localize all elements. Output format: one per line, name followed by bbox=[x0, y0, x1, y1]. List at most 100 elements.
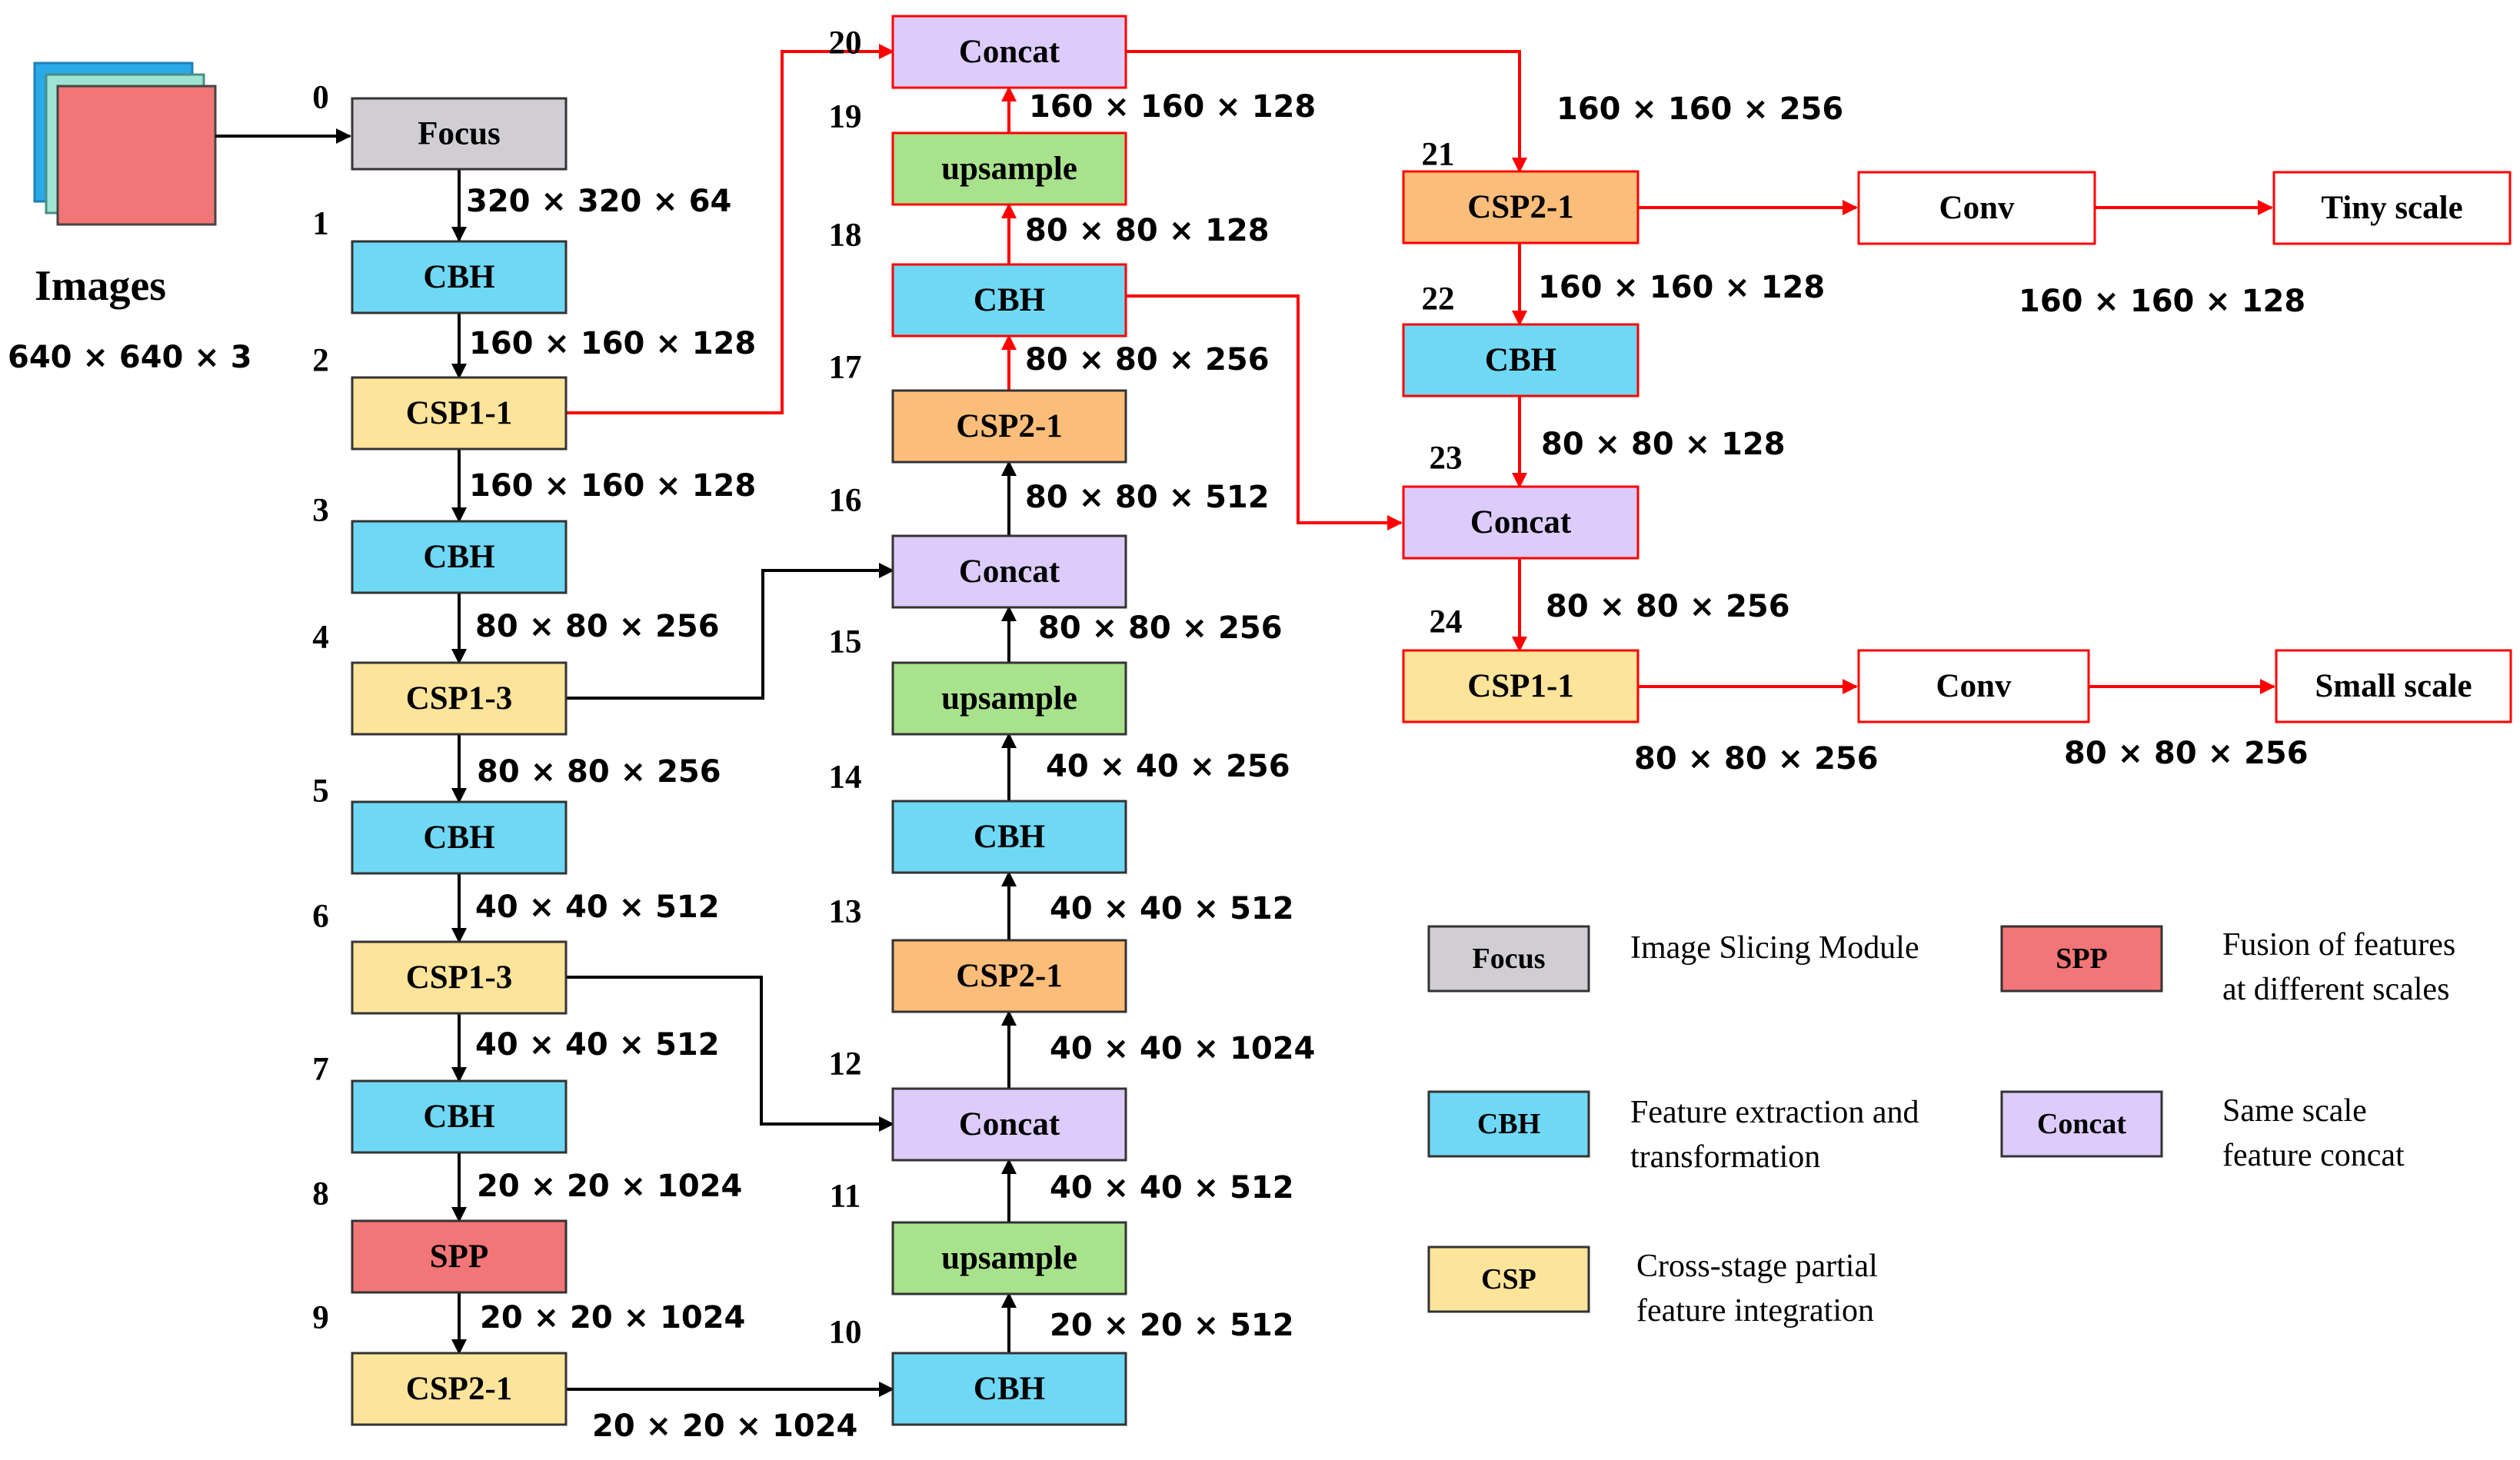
node-index-n7: 7 bbox=[312, 1052, 329, 1088]
legend-desc: Fusion of features bbox=[2222, 927, 2455, 963]
dim-label: 20 × 20 × 1024 bbox=[592, 1408, 857, 1444]
dim-label: 20 × 20 × 1024 bbox=[477, 1169, 742, 1204]
legend-desc: feature integration bbox=[1636, 1293, 1874, 1329]
dim-label: 40 × 40 × 512 bbox=[475, 890, 720, 925]
dim-label: 80 × 80 × 512 bbox=[1025, 480, 1270, 515]
dim-label: 40 × 40 × 512 bbox=[1050, 1170, 1294, 1206]
dim-label: 160 × 160 × 128 bbox=[469, 468, 756, 504]
node-box-n20 bbox=[891, 15, 1127, 89]
node-box-n14 bbox=[891, 800, 1127, 874]
node-box-n12 bbox=[891, 1087, 1127, 1162]
node-n0: Focus 0 bbox=[312, 80, 568, 171]
legend-item-focus: Focus Image Slicing Module bbox=[1427, 925, 1919, 993]
input-label: Images bbox=[35, 262, 166, 310]
edges bbox=[215, 128, 1017, 1397]
node-index-n21: 21 bbox=[1422, 137, 1455, 173]
legend-desc: at different scales bbox=[2222, 972, 2449, 1007]
legend-desc: Same scale bbox=[2222, 1093, 2367, 1129]
node-label-n0: Focus bbox=[418, 116, 501, 152]
node-index-n5: 5 bbox=[312, 773, 329, 810]
node-index-n6: 6 bbox=[312, 899, 329, 935]
node-label-n1: CBH bbox=[423, 259, 494, 295]
legend-desc: Image Slicing Module bbox=[1630, 930, 1919, 966]
dim-label: 80 × 80 × 256 bbox=[1025, 342, 1270, 377]
node-index-n15: 15 bbox=[829, 624, 862, 660]
dim-label: 160 × 160 × 128 bbox=[469, 326, 756, 361]
node-box-out1 bbox=[2272, 171, 2512, 245]
node-box-n19 bbox=[891, 131, 1127, 206]
node-label-n16: Concat bbox=[959, 554, 1060, 590]
edges-red bbox=[567, 44, 2275, 694]
dim-label: 80 × 80 × 128 bbox=[1541, 427, 1786, 462]
node-box-n18 bbox=[891, 263, 1127, 338]
node-label-n15: upsample bbox=[941, 680, 1077, 717]
node-n4: CSP1-3 4 bbox=[312, 620, 568, 736]
node-box-n23 bbox=[1402, 485, 1639, 560]
node-label-n5: CBH bbox=[423, 820, 494, 856]
node-label-n24: CSP1-1 bbox=[1467, 668, 1574, 704]
node-box-n10 bbox=[891, 1352, 1127, 1426]
node-box-n5 bbox=[351, 800, 568, 875]
node-label-n9: CSP2-1 bbox=[406, 1371, 513, 1407]
node-box-n22 bbox=[1402, 323, 1639, 397]
node-box-n8 bbox=[351, 1219, 568, 1294]
node-n6: CSP1-36 bbox=[312, 899, 568, 1015]
legend-desc: transformation bbox=[1630, 1139, 1820, 1175]
legend-key: CBH bbox=[1477, 1108, 1540, 1140]
node-box-n15 bbox=[891, 661, 1127, 736]
node-conv2: Conv bbox=[1857, 649, 2090, 723]
node-label-conv2: Conv bbox=[1936, 668, 2012, 704]
node-n2: CSP1-1 2 bbox=[312, 343, 568, 451]
legend-key: SPP bbox=[2056, 943, 2108, 975]
node-n15: upsample 15 bbox=[829, 624, 1127, 736]
dim-label: 160 × 160 × 128 bbox=[1029, 89, 1316, 125]
edge-18-23 bbox=[1126, 294, 1403, 530]
dim-label: 20 × 20 × 1024 bbox=[480, 1300, 745, 1335]
node-index-n3: 3 bbox=[312, 493, 329, 529]
node-label-out1: Tiny scale bbox=[2321, 190, 2462, 226]
node-box-out2 bbox=[2275, 649, 2512, 723]
edge-6-12 bbox=[567, 976, 894, 1132]
dim-label: 80 × 80 × 256 bbox=[477, 754, 721, 790]
legend-key: Concat bbox=[2037, 1108, 2126, 1140]
dim-label: 40 × 40 × 1024 bbox=[1050, 1031, 1315, 1066]
dim-label: 80 × 80 × 256 bbox=[475, 609, 720, 644]
node-n21: CSP2-1 21 bbox=[1402, 137, 1639, 244]
legend-swatch bbox=[2000, 1090, 2163, 1158]
node-label-n2: CSP1-1 bbox=[406, 395, 513, 431]
legend-key: Focus bbox=[1473, 943, 1546, 975]
legend-swatch bbox=[1427, 1245, 1590, 1313]
node-index-n2: 2 bbox=[312, 343, 329, 379]
edge-20-21 bbox=[1126, 50, 1527, 173]
node-label-n3: CBH bbox=[423, 539, 494, 575]
node-index-n9: 9 bbox=[312, 1300, 329, 1336]
node-box-n24 bbox=[1402, 649, 1639, 723]
node-index-n0: 0 bbox=[312, 80, 329, 116]
dim-label: 40 × 40 × 256 bbox=[1046, 749, 1290, 784]
node-label-n4: CSP1-3 bbox=[406, 680, 513, 717]
node-index-n19: 19 bbox=[829, 99, 862, 135]
dim-label: 40 × 40 × 512 bbox=[475, 1027, 720, 1063]
node-conv1: Conv bbox=[1857, 171, 2096, 245]
node-label-n21: CSP2-1 bbox=[1467, 189, 1574, 225]
node-index-n4: 4 bbox=[312, 620, 329, 656]
node-box-n11 bbox=[891, 1221, 1127, 1295]
node-index-n20: 20 bbox=[829, 25, 862, 62]
node-n9: CSP2-1 9 bbox=[312, 1300, 568, 1426]
node-index-n10: 10 bbox=[829, 1315, 862, 1351]
node-box-n2 bbox=[351, 376, 568, 451]
